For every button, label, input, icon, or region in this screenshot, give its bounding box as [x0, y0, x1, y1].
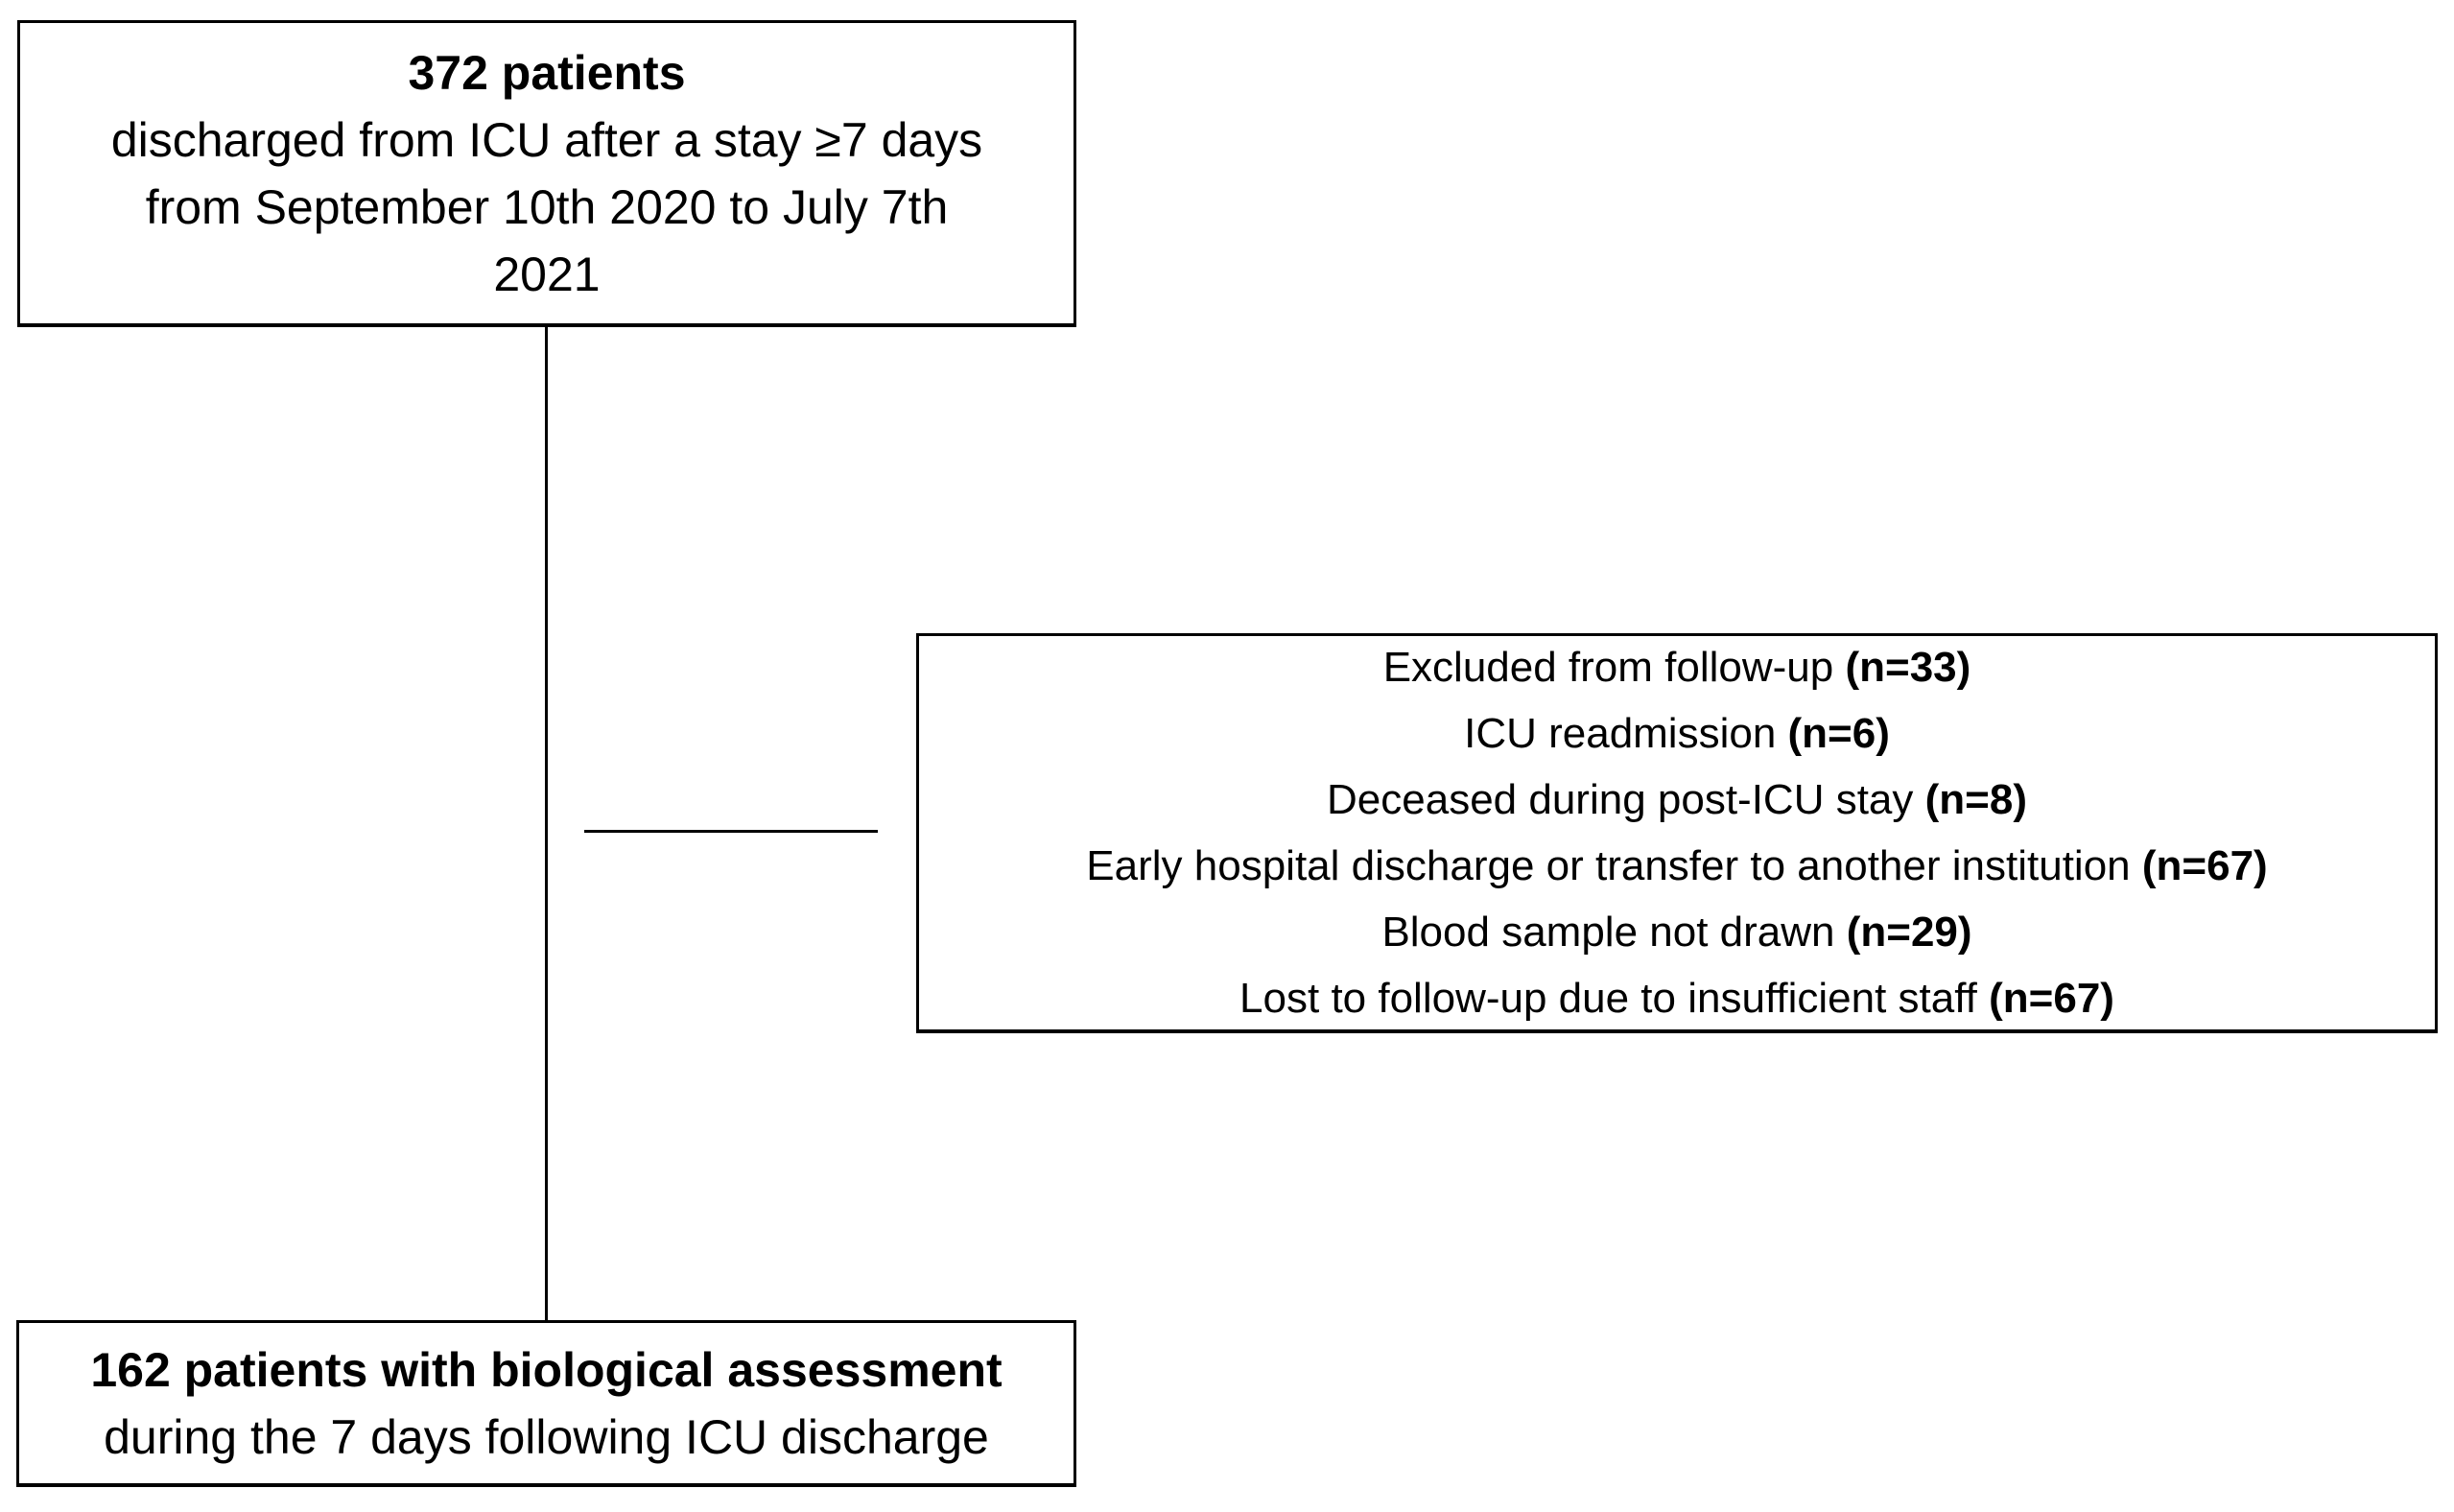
exclusion-line-text: ICU readmission	[1464, 710, 1788, 757]
outcome-box: 162 patients with biological assessment …	[16, 1320, 1076, 1487]
exclusion-line-count: (n=33)	[1845, 644, 1971, 691]
exclusion-line: Excluded from follow-up (n=33)	[1383, 634, 1971, 700]
exclusion-line-count: (n=67)	[2141, 842, 2268, 889]
exclusion-box: Excluded from follow-up (n=33) ICU readm…	[916, 633, 2438, 1033]
exclusion-line-count: (n=67)	[1989, 975, 2114, 1022]
outcome-title: 162 patients with biological assessment	[90, 1342, 1003, 1397]
enrollment-title: 372 patients	[408, 45, 686, 100]
exclusion-line-text: Deceased during post-ICU stay	[1327, 776, 1925, 823]
exclusion-line-text: Blood sample not drawn	[1381, 909, 1847, 956]
exclusion-line-count: (n=6)	[1787, 710, 1890, 757]
exclusion-line: ICU readmission (n=6)	[1464, 700, 1890, 767]
enrollment-line: 2021	[493, 247, 601, 301]
vertical-connector-line	[545, 326, 548, 1320]
horizontal-connector-line	[584, 830, 878, 833]
exclusion-line: Blood sample not drawn (n=29)	[1381, 899, 1971, 965]
exclusion-line: Deceased during post-ICU stay (n=8)	[1327, 767, 2027, 833]
exclusion-line-count: (n=29)	[1846, 909, 1972, 956]
enrollment-line: from September 10th 2020 to July 7th	[145, 179, 949, 234]
enrollment-box: 372 patients discharged from ICU after a…	[17, 20, 1076, 327]
exclusion-line-count: (n=8)	[1924, 776, 2027, 823]
exclusion-line: Early hospital discharge or transfer to …	[1086, 833, 2267, 899]
exclusion-line-text: Lost to follow-up due to insufficient st…	[1239, 975, 1990, 1022]
outcome-subtitle: during the 7 days following ICU discharg…	[104, 1409, 989, 1464]
exclusion-line-text: Early hospital discharge or transfer to …	[1086, 842, 2142, 889]
exclusion-line-text: Excluded from follow-up	[1382, 644, 1846, 691]
enrollment-line: discharged from ICU after a stay ≥7 days	[110, 112, 983, 167]
exclusion-line: Lost to follow-up due to insufficient st…	[1239, 965, 2114, 1031]
